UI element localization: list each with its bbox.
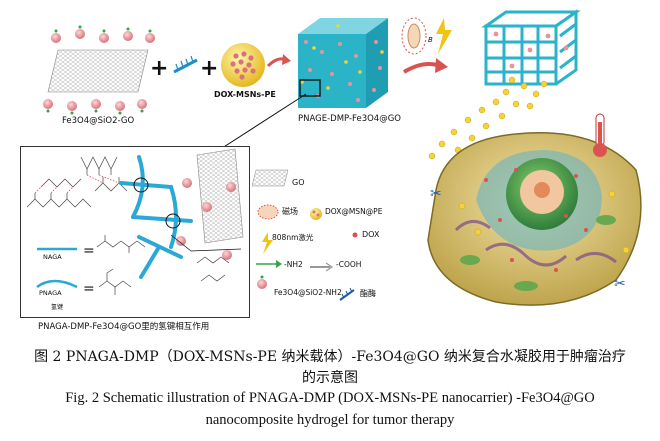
monomer-icon <box>173 55 198 74</box>
magnetic-field-icon <box>401 17 452 55</box>
swollen-hydrogel-cube <box>481 9 581 86</box>
caption-en-line1: Fig. 2 Schematic illustration of PNAGA-D… <box>65 390 595 406</box>
caption-cn-line1: 图 2 PNAGA-DMP（DOX-MSNs-PE 纳米载体）-Fe3O4@GO… <box>34 349 626 365</box>
legend-magnetic: 磁场 <box>282 207 298 216</box>
legend-nh2: -NH2 <box>284 260 303 269</box>
cooh-icon <box>310 262 334 272</box>
arrow-icon <box>402 58 448 74</box>
go-sheet-graphic <box>43 25 155 115</box>
go-composite-label: Fe3O4@SiO2-GO <box>62 116 135 126</box>
hydrogel-label: PNAGE-DMP-Fe3O4@GO <box>298 114 401 124</box>
inset-caption: PNAGA-DMP-Fe3O4@GO里的氢键相互作用 <box>38 322 210 332</box>
naga-label: NAGA <box>43 253 62 261</box>
legend-cooh: -COOH <box>336 260 362 269</box>
pnaga-label: PNAGA <box>39 289 62 297</box>
svg-text:=: = <box>83 281 95 297</box>
magnetic-field-symbol: B <box>428 36 433 44</box>
svg-text:✂: ✂ <box>430 186 442 202</box>
carrier-sphere <box>221 43 265 87</box>
legend-laser: 808nm激光 <box>272 233 314 242</box>
legend-icons <box>252 169 289 289</box>
hydrogel-cube <box>298 18 388 108</box>
legend-fe3o4: Fe3O4@SiO2-NH2 <box>274 288 342 297</box>
carrier-label: DOX-MSNs-PE <box>214 90 276 99</box>
enzyme-icon <box>339 287 355 301</box>
caption-cn-line2: 的示意图 <box>302 370 358 386</box>
hydrogen-bond-inset: = = NAGA PNAGA 氢键 <box>20 146 250 318</box>
inset-structure: = = <box>26 148 244 297</box>
dox-icon <box>352 232 358 238</box>
legend-dox: DOX <box>362 230 380 239</box>
svg-text:=: = <box>83 243 95 259</box>
arrow-icon <box>266 54 291 68</box>
legend-dox-msn: DOX@MSN@PE <box>325 207 383 216</box>
plus-icon: + <box>150 56 169 81</box>
legend-enzyme: 酯酶 <box>360 289 376 298</box>
dox-msn-icon <box>310 208 322 220</box>
tumor-cell-illustration: ✂ ✂ <box>427 113 642 306</box>
plus-icon: + <box>200 56 219 81</box>
caption-en-line2: nanocomposite hydrogel for tumor therapy <box>205 412 455 428</box>
legend-go: GO <box>292 178 305 187</box>
hbond-legend-label: 氢键 <box>51 304 64 311</box>
svg-text:✂: ✂ <box>614 276 626 292</box>
